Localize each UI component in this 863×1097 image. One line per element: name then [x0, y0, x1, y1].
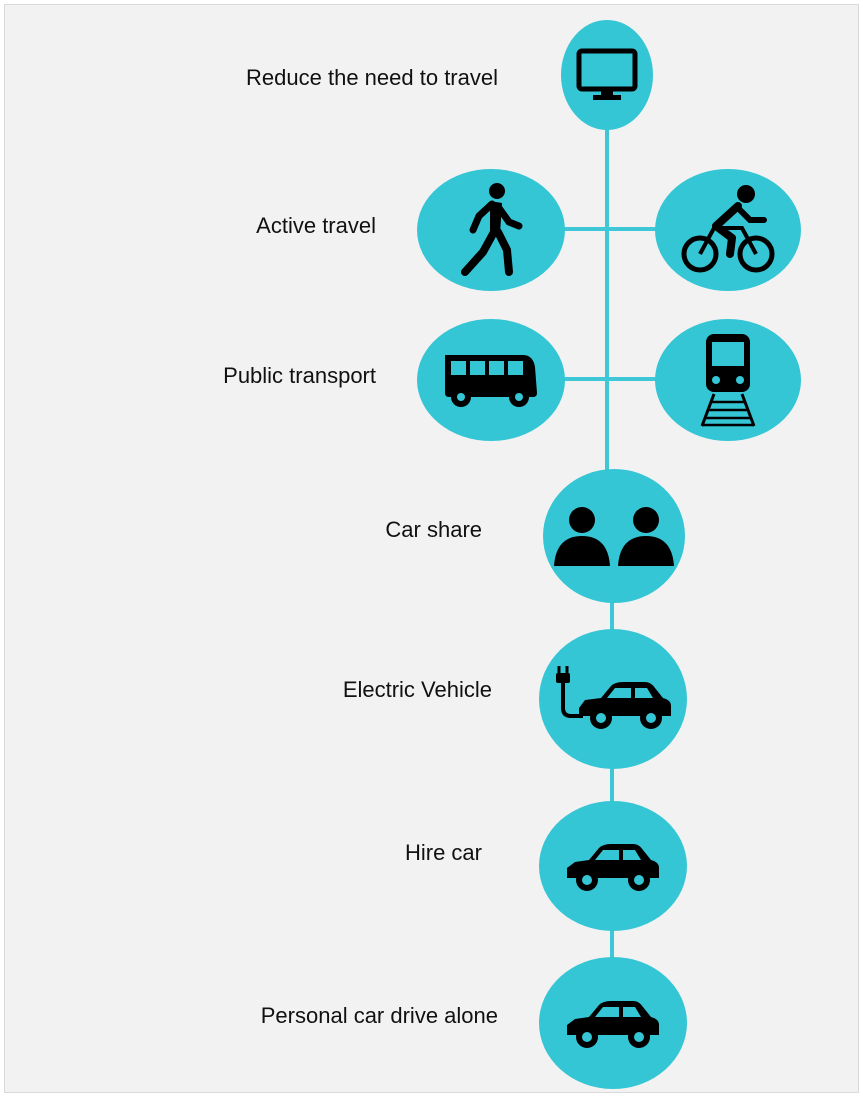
level-circle-personal-car — [539, 957, 687, 1089]
level-circle-train — [655, 319, 801, 441]
level-label-active-travel: Active travel — [256, 213, 376, 238]
horizontal-connector-public — [557, 377, 665, 381]
cyclist-icon — [680, 184, 776, 276]
vertical-connector-top — [605, 125, 609, 475]
car-icon — [565, 997, 661, 1049]
horizontal-connector-active — [557, 227, 665, 231]
level-circle-reduce-travel — [561, 20, 653, 130]
vertical-connector-ev-hire — [610, 760, 614, 805]
level-circle-walking — [417, 169, 565, 291]
level-label-reduce-travel: Reduce the need to travel — [246, 65, 498, 90]
level-label-hire-car: Hire car — [404, 840, 482, 865]
car-icon — [565, 840, 661, 892]
train-icon — [698, 332, 758, 428]
two-people-icon — [550, 506, 678, 566]
bus-icon — [441, 351, 541, 409]
level-circle-electric-vehicle — [539, 629, 687, 769]
level-circle-cycling — [655, 169, 801, 291]
level-label-electric-vehicle: Electric Vehicle — [342, 677, 492, 702]
level-circle-hire-car — [539, 801, 687, 931]
vertical-connector-carshare-ev — [610, 595, 614, 640]
vertical-connector-hire-personal — [610, 923, 614, 963]
level-circle-bus — [417, 319, 565, 441]
level-label-car-share: Car share — [385, 517, 482, 542]
diagram-panel: Reduce the need to travel Active travel — [4, 4, 859, 1093]
monitor-icon — [576, 48, 638, 102]
walking-person-icon — [459, 182, 523, 278]
level-label-public-transport: Public transport — [223, 363, 376, 388]
level-circle-car-share — [543, 469, 685, 603]
electric-car-icon — [553, 664, 673, 734]
level-label-personal-car: Personal car drive alone — [260, 1003, 498, 1028]
